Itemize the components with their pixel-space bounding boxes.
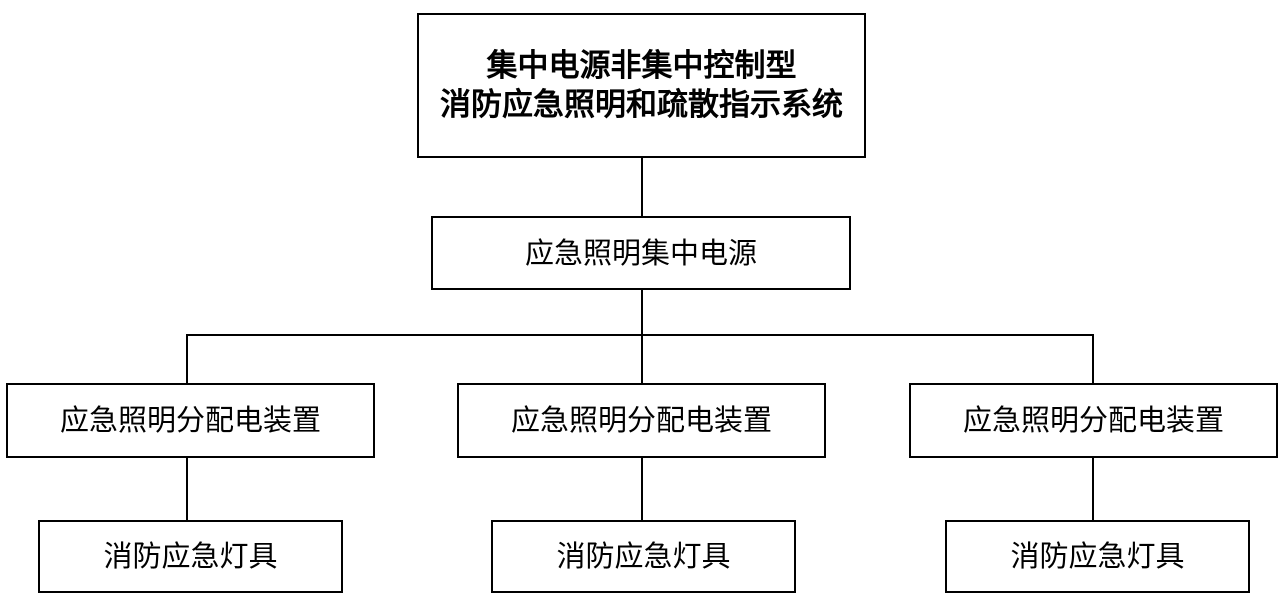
connector-bus-to-dist-3: [1092, 334, 1094, 383]
distribution-device-label-1: 应急照明分配电装置: [59, 403, 321, 438]
connector-root-to-power: [641, 158, 643, 216]
distribution-device-box-1: 应急照明分配电装置: [6, 383, 375, 458]
connector-dist-1-to-lamp-1: [186, 458, 188, 520]
emergency-lamp-box-1: 消防应急灯具: [38, 520, 343, 593]
central-power-supply-box: 应急照明集中电源: [431, 216, 851, 290]
distribution-device-box-2: 应急照明分配电装置: [457, 383, 826, 458]
distribution-device-label-2: 应急照明分配电装置: [510, 403, 772, 438]
system-root-title-line-2: 消防应急照明和疏散指示系统: [440, 86, 843, 123]
emergency-lamp-label-1: 消防应急灯具: [103, 539, 278, 574]
distribution-device-box-3: 应急照明分配电装置: [909, 383, 1278, 458]
emergency-lamp-label-2: 消防应急灯具: [556, 539, 731, 574]
emergency-lamp-box-2: 消防应急灯具: [491, 520, 796, 593]
system-root-title-line-1: 集中电源非集中控制型: [486, 47, 797, 84]
connector-bus-to-dist-2: [641, 334, 643, 383]
connector-power-to-bus: [641, 290, 643, 335]
system-root-box: 集中电源非集中控制型 消防应急照明和疏散指示系统: [417, 13, 866, 158]
connector-distribution-bus: [186, 334, 1094, 336]
emergency-lamp-label-3: 消防应急灯具: [1010, 539, 1185, 574]
emergency-lamp-box-3: 消防应急灯具: [945, 520, 1250, 593]
central-power-supply-label: 应急照明集中电源: [524, 235, 757, 270]
distribution-device-label-3: 应急照明分配电装置: [962, 403, 1224, 438]
connector-bus-to-dist-1: [186, 334, 188, 383]
connector-dist-3-to-lamp-3: [1092, 458, 1094, 520]
connector-dist-2-to-lamp-2: [641, 458, 643, 520]
